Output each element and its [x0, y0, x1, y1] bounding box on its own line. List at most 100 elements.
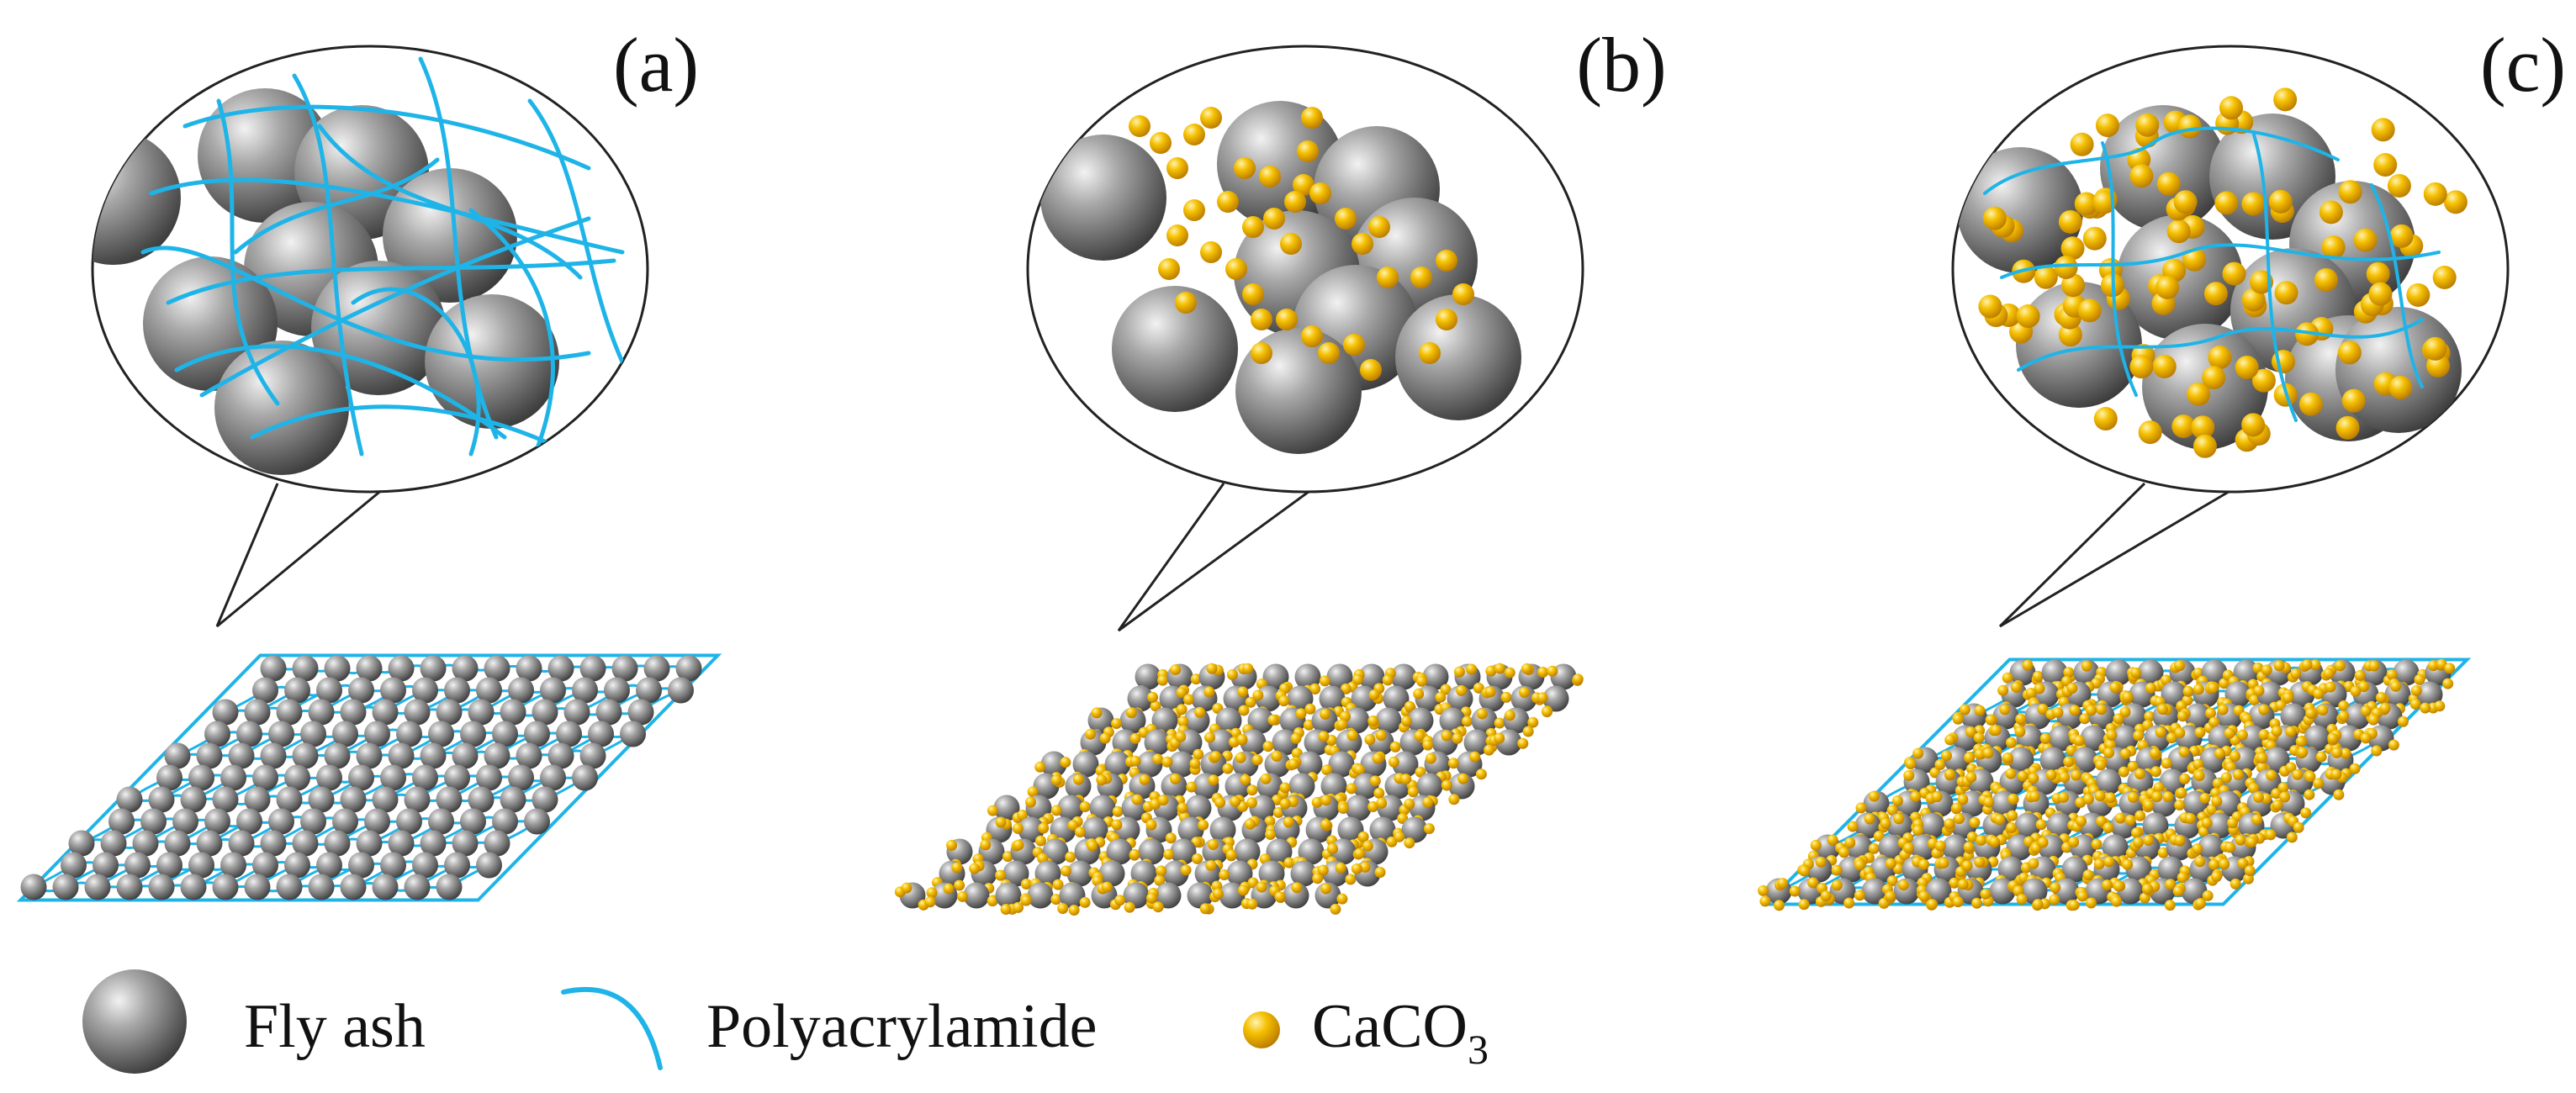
caco3-particle — [1537, 666, 1549, 678]
fly-ash-particle — [579, 742, 606, 769]
caco3-particle — [2313, 688, 2325, 700]
caco3-particle — [1274, 891, 1286, 903]
caco3-particle — [1843, 897, 1855, 909]
fly-ash-particle — [1422, 663, 1449, 690]
caco3-particle — [2317, 705, 2329, 716]
caco3-particle — [2129, 355, 2154, 379]
fly-ash-particle — [484, 655, 510, 682]
fly-ash-particle — [444, 852, 470, 879]
caco3-particle — [1157, 795, 1169, 806]
caco3-particle — [1209, 751, 1221, 763]
caco3-particle — [1025, 796, 1037, 808]
fly-ash-particle — [324, 655, 351, 682]
caco3-particle — [1336, 719, 1348, 731]
caco3-particle — [2241, 288, 2266, 312]
caco3-particle — [2290, 668, 2302, 679]
caco3-particle — [1810, 839, 1822, 851]
fly-ash-particle — [2021, 878, 2048, 905]
caco3-particle — [986, 895, 998, 907]
zoom-cluster-a — [93, 56, 642, 475]
particle-layer-c — [1758, 657, 2472, 911]
caco3-particle — [1931, 791, 1943, 803]
fly-ash-particle — [356, 830, 383, 857]
fly-ash-particle — [412, 852, 438, 879]
caco3-particle — [2192, 843, 2203, 855]
fly-ash-particle — [292, 742, 319, 769]
caco3-particle — [1522, 726, 1534, 737]
caco3-particle — [1484, 686, 1496, 698]
caco3-particle — [2184, 813, 2196, 825]
fly-ash-particle — [532, 786, 558, 813]
caco3-particle — [2222, 261, 2246, 286]
fly-ash-particle — [93, 852, 119, 879]
caco3-particle — [2241, 192, 2266, 216]
caco3-particle — [2217, 704, 2229, 715]
caco3-particle — [2141, 883, 2153, 895]
caco3-particle — [1357, 831, 1369, 842]
caco3-particle — [1283, 857, 1295, 869]
caco3-particle — [1820, 890, 1832, 902]
caco3-particle — [1125, 707, 1137, 719]
caco3-particle — [1485, 665, 1497, 677]
fly-ash-particle — [412, 764, 438, 791]
caco3-particle — [2059, 772, 2071, 784]
caco3-particle — [1961, 860, 1973, 872]
caco3-particle — [2095, 759, 2107, 771]
caco3-particle — [1207, 839, 1219, 851]
fly-ash-particle — [420, 655, 447, 682]
fly-ash-particle — [1155, 882, 1182, 909]
caco3-particle — [2241, 413, 2266, 437]
caco3-particle — [2444, 663, 2456, 674]
caco3-particle — [2325, 681, 2336, 693]
fly-ash-particle — [1027, 882, 1054, 909]
caco3-particle — [2150, 766, 2162, 778]
caco3-particle — [1547, 665, 1558, 677]
caco3-particle — [1518, 687, 1530, 699]
fly-ash-particle — [1247, 707, 1274, 734]
caco3-particle — [1973, 732, 1985, 744]
caco3-particle — [1855, 802, 1867, 814]
caco3-particle — [1990, 725, 2002, 737]
caco3-particle — [1905, 758, 1917, 770]
caco3-particle — [2376, 692, 2388, 704]
caco3-particle — [1847, 821, 1859, 832]
caco3-particle — [1372, 752, 1383, 764]
caco3-particle — [1335, 208, 1357, 230]
caco3-particle — [1301, 325, 1323, 347]
caco3-particle — [1452, 283, 1474, 305]
caco3-particle — [1065, 851, 1076, 863]
caco3-particle — [2129, 164, 2154, 188]
caco3-particle — [2014, 726, 2026, 737]
fly-ash-particle — [2304, 725, 2330, 752]
fly-ash-particle — [2416, 681, 2443, 708]
caco3-particle — [2050, 882, 2061, 894]
caco3-particle — [2007, 793, 2019, 805]
caco3-particle — [1367, 715, 1379, 726]
caco3-particle — [1205, 859, 1217, 871]
caco3-particle — [1537, 692, 1548, 704]
caco3-particle — [1327, 842, 1339, 854]
caco3-particle — [2198, 826, 2209, 837]
caco3-particle — [1267, 714, 1279, 726]
caco3-particle — [2321, 235, 2346, 260]
caco3-particle — [2091, 838, 2103, 850]
panel-b: (b) — [894, 22, 1667, 916]
caco3-particle — [1236, 734, 1248, 746]
caco3-particle — [2219, 678, 2230, 689]
caco3-particle — [2273, 660, 2285, 672]
caco3-particle — [1020, 879, 1032, 890]
fly-ash-particle — [292, 830, 319, 857]
caco3-particle — [2045, 769, 2057, 781]
caco3-particle — [2434, 700, 2446, 712]
caco3-particle — [1854, 890, 1865, 901]
caco3-particle — [1284, 191, 1306, 213]
caco3-particle — [1934, 840, 1946, 852]
caco3-particle — [2432, 265, 2457, 289]
fly-ash-particle — [1082, 816, 1108, 843]
caco3-particle — [2442, 678, 2454, 689]
caco3-particle — [1435, 691, 1447, 703]
caco3-particle — [2360, 732, 2372, 744]
caco3-particle — [2092, 190, 2117, 214]
fly-ash-particle — [500, 699, 526, 726]
fly-ash-particle — [452, 655, 479, 682]
